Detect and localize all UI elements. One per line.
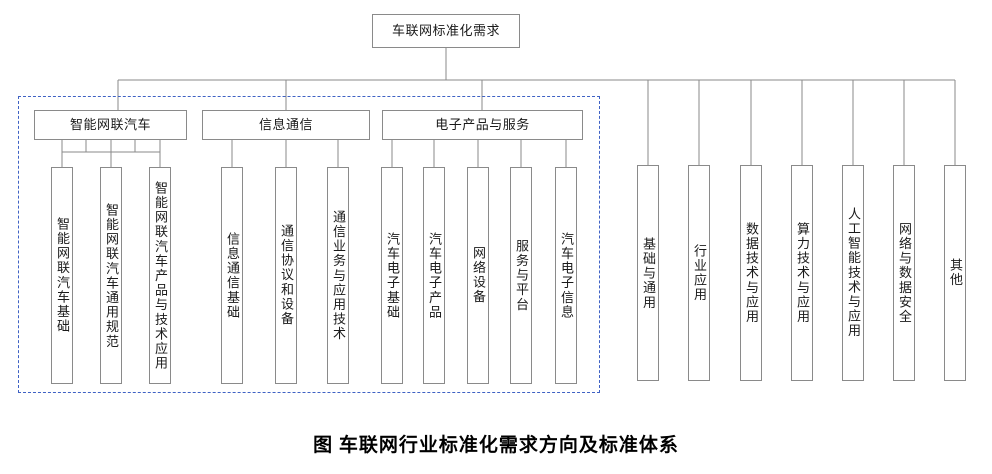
- leaf-label: 汽车电子基础: [385, 231, 401, 320]
- leaf-box-auto-electronics-information[interactable]: 汽车电子信息: [555, 167, 577, 384]
- branch-box-industry-application[interactable]: 行业应用: [688, 165, 710, 381]
- branch-label: 人工智能技术与应用: [846, 207, 862, 339]
- root-node-label: 车联网标准化需求: [391, 22, 500, 38]
- branch-box-network-data-security[interactable]: 网络与数据安全: [893, 165, 915, 381]
- figure-caption: 图 车联网行业标准化需求方向及标准体系: [313, 435, 679, 456]
- branch-box-data-technology-application[interactable]: 数据技术与应用: [740, 165, 762, 381]
- leaf-box-auto-electronics-basics[interactable]: 汽车电子基础: [381, 167, 403, 384]
- leaf-box-network-equipment[interactable]: 网络设备: [467, 167, 489, 384]
- leaf-label: 通信协议和设备: [279, 224, 295, 327]
- root-node-standardization-demand[interactable]: 车联网标准化需求: [372, 14, 520, 48]
- leaf-box-icv-products-technology-application[interactable]: 智能网联汽车产品与技术应用: [149, 167, 171, 384]
- branch-label: 基础与通用: [641, 236, 657, 310]
- category-box-intelligent-connected-vehicle[interactable]: 智能网联汽车: [34, 110, 187, 140]
- leaf-box-comm-service-application-tech[interactable]: 通信业务与应用技术: [327, 167, 349, 384]
- branch-box-foundation-general[interactable]: 基础与通用: [637, 165, 659, 381]
- branch-box-ai-technology-application[interactable]: 人工智能技术与应用: [842, 165, 864, 381]
- leaf-label: 智能网联汽车通用规范: [104, 202, 120, 349]
- leaf-label: 信息通信基础: [225, 231, 241, 320]
- category-box-electronic-products-services[interactable]: 电子产品与服务: [382, 110, 583, 140]
- category-label: 电子产品与服务: [435, 116, 530, 132]
- leaf-label: 汽车电子信息: [559, 231, 575, 320]
- leaf-label: 通信业务与应用技术: [331, 209, 347, 342]
- leaf-label: 汽车电子产品: [427, 231, 443, 320]
- leaf-box-auto-electronics-products[interactable]: 汽车电子产品: [423, 167, 445, 384]
- branch-box-computing-power-technology-application[interactable]: 算力技术与应用: [791, 165, 813, 381]
- leaf-box-icv-general-spec[interactable]: 智能网联汽车通用规范: [100, 167, 122, 384]
- branch-label: 其他: [948, 258, 964, 288]
- leaf-label: 网络设备: [471, 246, 487, 305]
- leaf-box-icv-basics[interactable]: 智能网联汽车基础: [51, 167, 73, 384]
- branch-label: 数据技术与应用: [744, 221, 760, 325]
- leaf-label: 智能网联汽车产品与技术应用: [153, 180, 169, 371]
- category-label: 智能网联汽车: [69, 116, 151, 132]
- leaf-label: 服务与平台: [514, 239, 530, 312]
- branch-label: 算力技术与应用: [795, 221, 811, 325]
- leaf-box-info-comm-basics[interactable]: 信息通信基础: [221, 167, 243, 384]
- branch-label: 网络与数据安全: [897, 221, 913, 325]
- branch-box-others[interactable]: 其他: [944, 165, 966, 381]
- leaf-label: 智能网联汽车基础: [55, 217, 71, 334]
- category-box-information-communication[interactable]: 信息通信: [202, 110, 370, 140]
- category-label: 信息通信: [258, 116, 313, 132]
- leaf-box-service-platform[interactable]: 服务与平台: [510, 167, 532, 384]
- leaf-box-comm-protocol-equipment[interactable]: 通信协议和设备: [275, 167, 297, 384]
- branch-label: 行业应用: [692, 243, 708, 303]
